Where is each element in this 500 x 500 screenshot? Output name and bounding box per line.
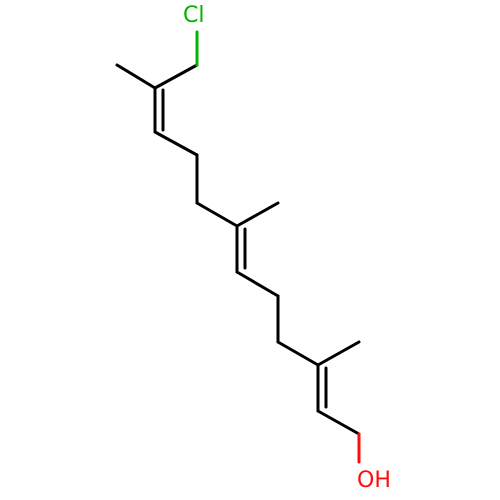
bond-c10-methyl (316, 340, 361, 367)
bond-c7-c8 (235, 270, 280, 298)
chlorine-atom-label: Cl (183, 3, 204, 28)
bond-c5-c6 (195, 201, 239, 228)
bond-c9-c10 (276, 340, 320, 367)
hydroxyl-group-label: OH (357, 468, 391, 493)
bond-c1-c2 (115, 63, 157, 90)
bond-c2-cch2 (153, 63, 199, 90)
bond-c11-c12 (316, 409, 361, 436)
bond-c6-methyl (235, 201, 280, 228)
bond-c3-c4 (153, 130, 199, 157)
